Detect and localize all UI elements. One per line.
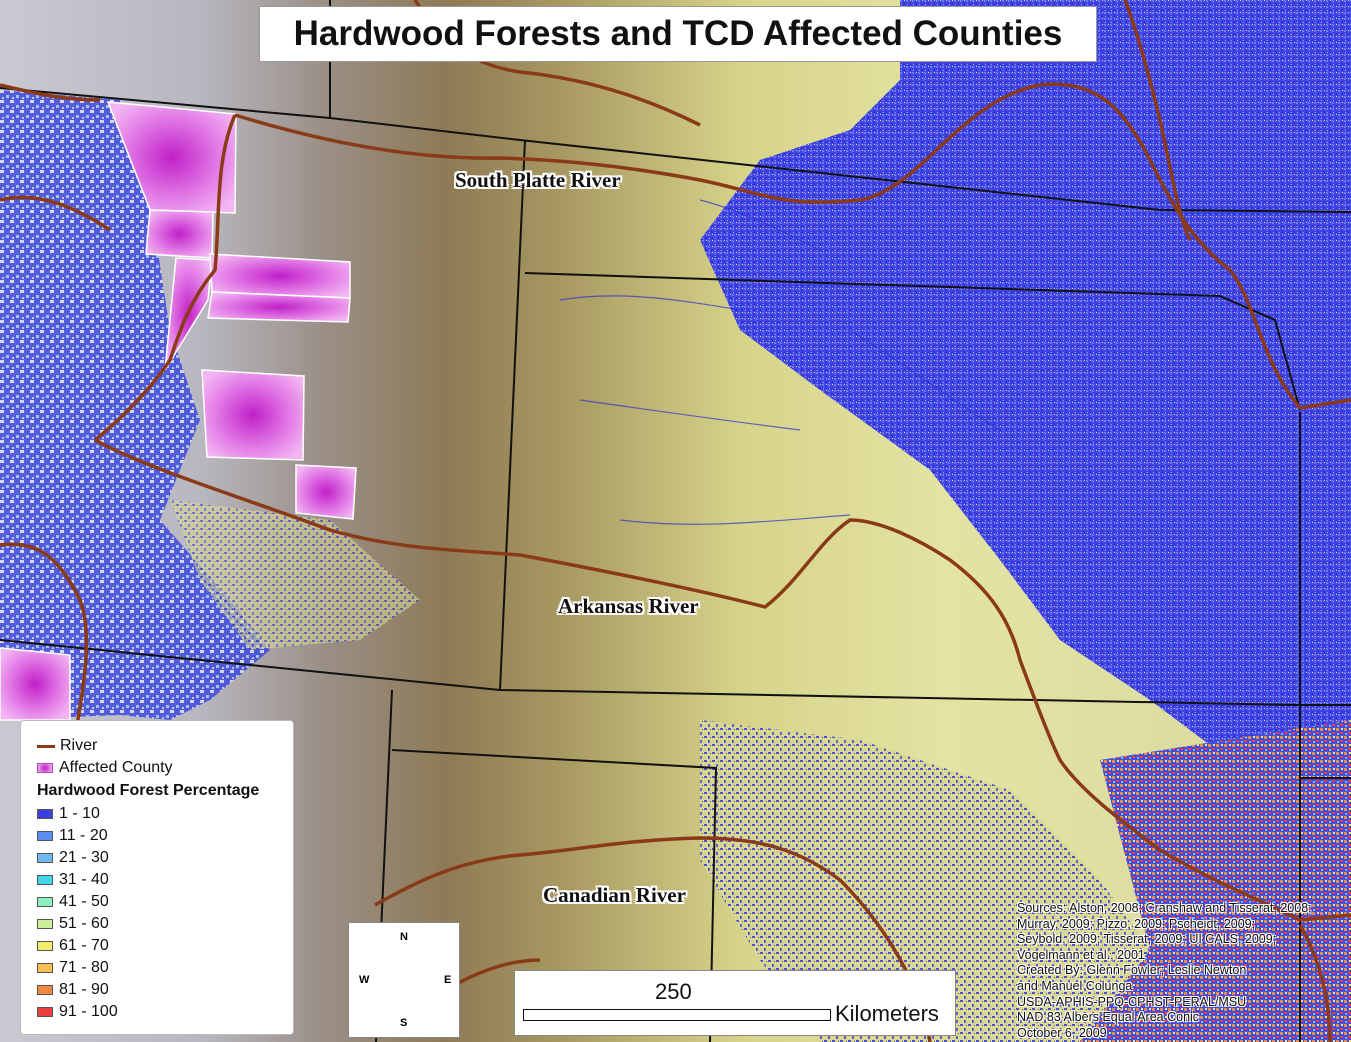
- legend-class-swatch: [37, 809, 53, 819]
- river-south-platte-branch: [93, 114, 237, 442]
- label-canadian-river: Canadian River: [543, 883, 686, 907]
- compass-w-label: W: [359, 974, 370, 986]
- legend-class-label: 31 - 40: [59, 871, 109, 888]
- legend-class-row: 61 - 70: [37, 935, 293, 957]
- legend-class-row: 11 - 20: [37, 825, 293, 847]
- sources-line: USDA-APHIS-PPQ-CPHST-PERAL/MSU: [1017, 994, 1247, 1009]
- legend-class-label: 21 - 30: [59, 849, 109, 866]
- legend-class-row: 51 - 60: [37, 913, 293, 935]
- affected-county: [207, 291, 351, 323]
- legend-class-row: 1 - 10: [37, 803, 293, 825]
- compass-n-label: N: [400, 931, 408, 943]
- river-branch-west: [0, 83, 101, 102]
- sparse-forest-west: [170, 500, 420, 650]
- affected-county: [201, 369, 305, 461]
- legend-class-label: 11 - 20: [59, 827, 108, 844]
- legend-class-row: 21 - 30: [37, 847, 293, 869]
- legend-class-label: 81 - 90: [59, 981, 109, 998]
- map-legend: River Affected County Hardwood Forest Pe…: [20, 720, 294, 1035]
- legend-affected-swatch: [37, 763, 53, 773]
- map-title: Hardwood Forests and TCD Affected Counti…: [293, 14, 1063, 53]
- label-south-platte-river: South Platte River: [455, 168, 621, 192]
- affected-county: [106, 101, 237, 214]
- legend-class-swatch: [37, 963, 53, 973]
- forest-zone-northeast: [700, 0, 1351, 760]
- legend-heading: Hardwood Forest Percentage: [37, 782, 260, 799]
- river-east-upper: [1123, 0, 1192, 241]
- river-south-platte: [234, 82, 1351, 410]
- river-east-lower: [1298, 924, 1332, 1042]
- legend-river-swatch: [37, 744, 55, 748]
- affected-county: [0, 647, 71, 721]
- legend-river-row: River: [37, 735, 293, 757]
- scale-unit: Kilometers: [835, 1001, 939, 1026]
- label-arkansas-river: Arkansas River: [558, 594, 699, 618]
- legend-class-label: 71 - 80: [59, 959, 109, 976]
- scale-bar-box: 250 Kilometers: [514, 970, 956, 1036]
- legend-river-label: River: [60, 737, 98, 754]
- sources-line: Seybold, 2009; Tisserat, 2009; UI CALS, …: [1017, 932, 1277, 947]
- scale-bar: [523, 1009, 831, 1021]
- legend-class-row: 81 - 90: [37, 979, 293, 1001]
- legend-class-label: 61 - 70: [59, 937, 109, 954]
- river-west-lower: [0, 542, 89, 741]
- north-arrow-box: N S W E: [348, 922, 460, 1038]
- river-west-loop: [0, 195, 111, 232]
- legend-class-swatch: [37, 831, 53, 841]
- legend-class-swatch: [37, 1007, 53, 1017]
- compass-s-label: S: [400, 1017, 408, 1029]
- scale-value: 250: [655, 979, 692, 1004]
- forest-zone-southeast: [700, 720, 1150, 1042]
- map-title-box: Hardwood Forests and TCD Affected Counti…: [259, 6, 1097, 62]
- sources-line: Vogelmann et al., 2001: [1017, 947, 1145, 962]
- legend-class-swatch: [37, 941, 53, 951]
- legend-class-swatch: [37, 985, 53, 995]
- legend-class-row: 41 - 50: [37, 891, 293, 913]
- sources-line: NAD 83 Albers Equal Area Conic: [1017, 1010, 1200, 1025]
- sources-line: Murray, 2009; Pizzo, 2009; Pscheidt, 200…: [1017, 916, 1256, 931]
- tributaries: [559, 199, 1001, 525]
- sources-line: October 6, 2009: [1017, 1025, 1107, 1040]
- river-canadian: [374, 836, 932, 1042]
- sources-line: Created By: Glenn Fowler; Leslie Newton: [1017, 963, 1247, 978]
- legend-affected-label: Affected County: [59, 759, 173, 776]
- affected-county: [295, 464, 357, 520]
- legend-affected-row: Affected County: [37, 757, 293, 779]
- legend-class-swatch: [37, 853, 53, 863]
- legend-class-label: 91 - 100: [59, 1003, 118, 1020]
- river-arkansas: [94, 438, 1351, 922]
- sources-line: and Manuel Colunga: [1017, 978, 1133, 993]
- legend-class-label: 41 - 50: [59, 893, 109, 910]
- affected-county: [209, 253, 351, 299]
- legend-class-row: 31 - 40: [37, 869, 293, 891]
- legend-class-row: 71 - 80: [37, 957, 293, 979]
- legend-class-swatch: [37, 919, 53, 929]
- sources-credits: Sources: Alston, 2008; Cranshaw and Tiss…: [1017, 901, 1347, 1041]
- affected-county: [145, 209, 214, 259]
- legend-class-swatch: [37, 875, 53, 885]
- sources-line: Sources: Alston, 2008; Cranshaw and Tiss…: [1017, 901, 1312, 915]
- legend-classes: 1 - 10 11 - 20 21 - 30 31 - 40 41 - 50 51 - 6…: [37, 803, 293, 1023]
- legend-class-label: 1 - 10: [59, 805, 100, 822]
- legend-class-label: 51 - 60: [59, 915, 109, 932]
- legend-class-row: 91 - 100: [37, 1001, 293, 1023]
- legend-class-swatch: [37, 897, 53, 907]
- compass-e-label: E: [444, 974, 452, 986]
